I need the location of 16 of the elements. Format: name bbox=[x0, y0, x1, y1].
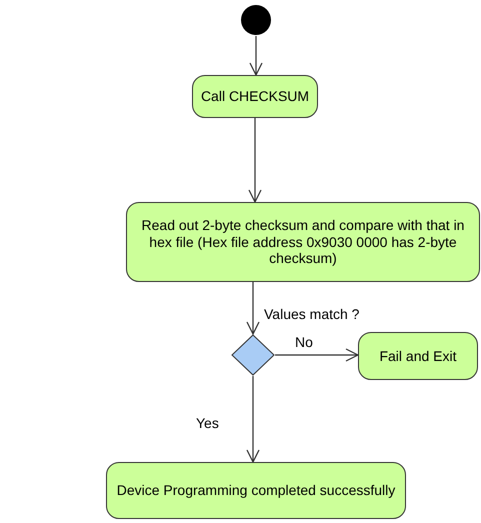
arrow bbox=[248, 118, 262, 203]
activity-box bbox=[358, 332, 478, 380]
arrow bbox=[246, 376, 260, 463]
arrow bbox=[246, 282, 260, 335]
activity-box bbox=[192, 75, 318, 118]
activity-box bbox=[106, 462, 406, 519]
edge-label: Values match ? bbox=[264, 306, 360, 323]
arrow bbox=[249, 36, 263, 76]
edge-label: Yes bbox=[196, 415, 219, 432]
activity-text: Call CHECKSUM bbox=[200, 88, 310, 105]
arrow bbox=[275, 348, 359, 362]
activity-text: Read out 2-byte checksum and compare with that in hex file (Hex file address 0x9030 0000 has 2-byte checksum) bbox=[140, 216, 466, 268]
activity-text: Device Programming completed successfully bbox=[116, 482, 396, 499]
edge-label: No bbox=[295, 334, 313, 351]
activity-text: Fail and Exit bbox=[379, 348, 457, 364]
activity-box bbox=[126, 202, 480, 282]
